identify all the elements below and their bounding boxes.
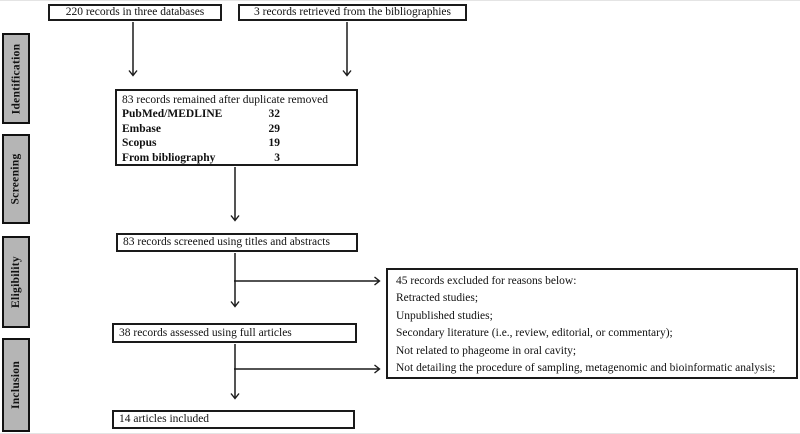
source-row: Embase 29 <box>122 122 351 136</box>
excluded-reason: Retracted studies; <box>396 292 479 305</box>
stage-label-identification: Identification <box>10 43 22 114</box>
source-name: From bibliography <box>122 151 216 164</box>
source-count: 3 <box>274 151 280 164</box>
source-name: PubMed/MEDLINE <box>122 108 223 121</box>
stage-box-inclusion: Inclusion <box>2 338 30 432</box>
box-bibliography-records: 3 records retrieved from the bibliograph… <box>238 4 467 21</box>
stage-box-screening: Screening <box>2 134 30 224</box>
box-deduplicated-records: 83 records remained after duplicate remo… <box>115 89 358 166</box>
source-name: Embase <box>122 122 161 135</box>
source-row: Scopus 19 <box>122 136 351 150</box>
source-count: 19 <box>268 137 281 150</box>
stage-box-eligibility: Eligibility <box>2 236 30 328</box>
excluded-reason: Unpublished studies; <box>396 309 493 322</box>
excluded-reason: Secondary literature (i.e., review, edit… <box>396 327 673 340</box>
screened-records-label: 83 records screened using titles and abs… <box>123 236 330 249</box>
source-count: 29 <box>268 122 281 135</box>
source-row: From bibliography 3 <box>122 151 351 165</box>
excluded-title: 45 records excluded for reasons below: <box>396 275 577 287</box>
database-records-label: 220 records in three databases <box>65 6 205 19</box>
stage-box-identification: Identification <box>2 33 30 124</box>
source-count: 32 <box>268 108 281 121</box>
box-included-articles: 14 articles included <box>112 410 355 429</box>
stage-label-inclusion: Inclusion <box>10 360 22 410</box>
stage-label-screening: Screening <box>10 153 23 205</box>
stage-label-eligibility: Eligibility <box>10 256 22 308</box>
source-name: Scopus <box>122 137 157 150</box>
excluded-reason: Not detailing the procedure of sampling,… <box>396 362 776 375</box>
deduplicated-title: 83 records remained after duplicate remo… <box>122 94 328 106</box>
assessed-records-label: 38 records assessed using full articles <box>119 326 292 339</box>
box-database-records: 220 records in three databases <box>48 4 222 21</box>
excluded-reason: Not related to phageome in oral cavity; <box>396 344 577 357</box>
included-articles-label: 14 articles included <box>119 413 210 426</box>
box-assessed-records: 38 records assessed using full articles <box>112 323 357 343</box>
source-row: PubMed/MEDLINE 32 <box>122 107 351 121</box>
bibliography-records-label: 3 records retrieved from the bibliograph… <box>253 6 452 19</box>
box-screened-records: 83 records screened using titles and abs… <box>116 233 358 252</box>
box-excluded-records: 45 records excluded for reasons below: R… <box>386 268 798 379</box>
